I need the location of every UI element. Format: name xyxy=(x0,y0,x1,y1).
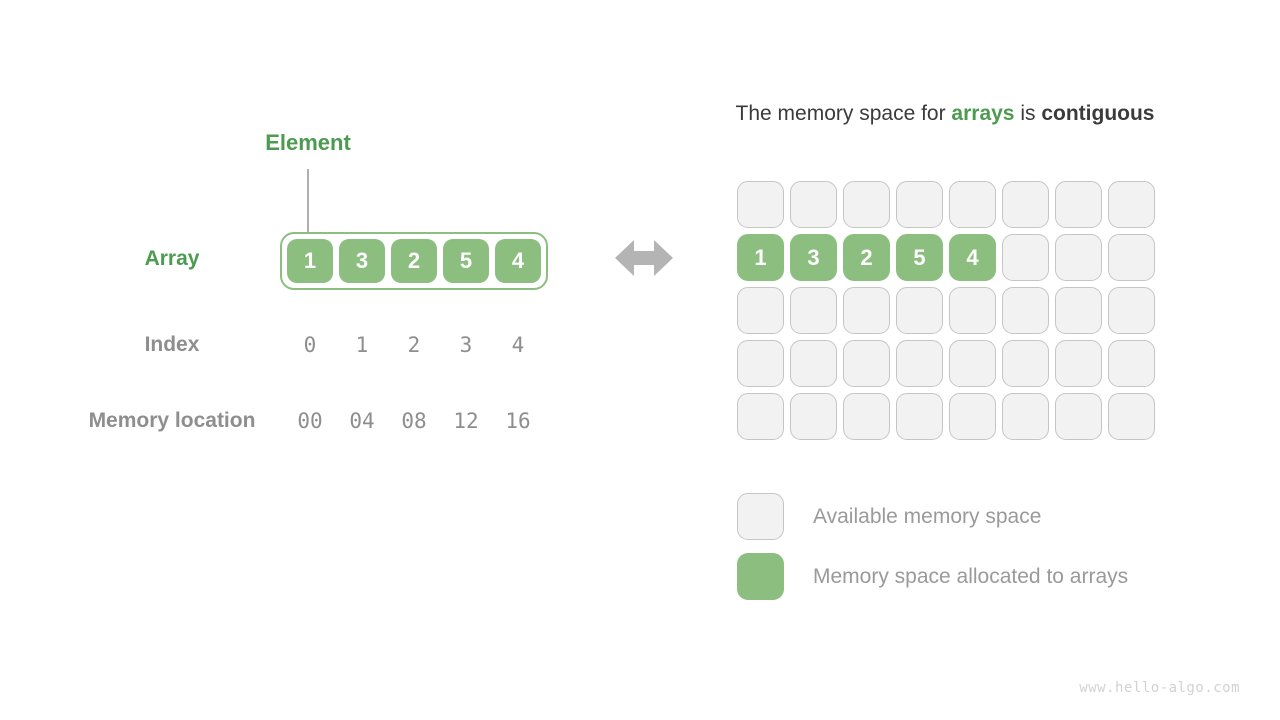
value-cell: 1 xyxy=(355,333,369,357)
value-cell: 00 xyxy=(297,409,323,433)
title-contiguous: contiguous xyxy=(1041,102,1155,125)
watermark: www.hello-algo.com xyxy=(1079,680,1240,696)
value-cell: 04 xyxy=(349,409,375,433)
memory-cell-available xyxy=(1055,287,1102,334)
value-cell: 08 xyxy=(401,409,427,433)
array-label: Array xyxy=(144,247,200,270)
legend: Available memory space Memory space allo… xyxy=(737,493,1128,613)
memory-cell-available xyxy=(1055,393,1102,440)
index-values-row: 0 1 2 3 4 xyxy=(287,333,541,357)
memory-cell-available xyxy=(1108,234,1155,281)
memory-cell-available xyxy=(896,287,943,334)
legend-label: Available memory space xyxy=(813,504,1042,528)
element-label: Element xyxy=(265,130,351,155)
value-cell: 3 xyxy=(459,333,473,357)
memory-cell-available xyxy=(949,340,996,387)
element-pointer-line xyxy=(307,169,309,233)
memory-cell-allocated: 2 xyxy=(843,234,890,281)
array-cell: 2 xyxy=(391,239,437,283)
memory-cell-available xyxy=(1055,181,1102,228)
memory-cell-available xyxy=(1108,287,1155,334)
memory-cell-available xyxy=(1055,340,1102,387)
title-middle: is xyxy=(1014,102,1042,125)
memory-cell-available xyxy=(737,340,784,387)
legend-label: Memory space allocated to arrays xyxy=(813,564,1129,588)
memory-cell-available xyxy=(896,340,943,387)
legend-row-allocated: Memory space allocated to arrays xyxy=(737,553,1128,600)
value-cell: 4 xyxy=(511,333,525,357)
memory-cell-available xyxy=(790,393,837,440)
memory-location-label: Memory location xyxy=(88,409,256,432)
memory-cell-available xyxy=(949,181,996,228)
allocated-memory-swatch xyxy=(737,553,784,600)
value-cell: 2 xyxy=(407,333,421,357)
memory-cell-available xyxy=(896,181,943,228)
array-cell: 1 xyxy=(287,239,333,283)
memory-cell-available xyxy=(1002,181,1049,228)
legend-row-available: Available memory space xyxy=(737,493,1128,540)
memory-cell-allocated: 5 xyxy=(896,234,943,281)
memory-cell-available xyxy=(843,287,890,334)
memory-cell-available xyxy=(737,287,784,334)
memory-cell-available xyxy=(1002,287,1049,334)
memory-cell-available xyxy=(843,393,890,440)
memory-cell-available xyxy=(737,393,784,440)
memory-cell-available xyxy=(790,181,837,228)
memory-cell-available xyxy=(1108,340,1155,387)
array-cell: 5 xyxy=(443,239,489,283)
memory-cell-available xyxy=(843,340,890,387)
memory-cell-available xyxy=(1002,234,1049,281)
memory-cell-available xyxy=(843,181,890,228)
memory-cell-allocated: 3 xyxy=(790,234,837,281)
memory-cell-allocated: 1 xyxy=(737,234,784,281)
value-cell: 12 xyxy=(453,409,479,433)
memory-cell-available xyxy=(790,287,837,334)
double-arrow-icon xyxy=(615,239,673,282)
memory-cell-available xyxy=(1108,393,1155,440)
memory-cell-available xyxy=(1002,393,1049,440)
available-memory-swatch xyxy=(737,493,784,540)
value-cell: 0 xyxy=(303,333,317,357)
memory-cell-available xyxy=(790,340,837,387)
memory-cell-available xyxy=(949,393,996,440)
memory-cell-available xyxy=(896,393,943,440)
array-cell: 3 xyxy=(339,239,385,283)
title-prefix: The memory space for xyxy=(735,102,952,125)
title-arrays-highlight: arrays xyxy=(951,102,1015,125)
memory-cell-available xyxy=(1002,340,1049,387)
memory-cell-allocated: 4 xyxy=(949,234,996,281)
memory-title: The memory space for arrays is contiguou… xyxy=(645,102,1245,126)
memory-location-values-row: 00 04 08 12 16 xyxy=(287,409,541,433)
memory-cell-available xyxy=(1055,234,1102,281)
memory-cell-available xyxy=(1108,181,1155,228)
value-cell: 16 xyxy=(505,409,531,433)
memory-cell-available xyxy=(949,287,996,334)
array-cell: 4 xyxy=(495,239,541,283)
memory-cell-available xyxy=(737,181,784,228)
index-label: Index xyxy=(144,333,200,356)
